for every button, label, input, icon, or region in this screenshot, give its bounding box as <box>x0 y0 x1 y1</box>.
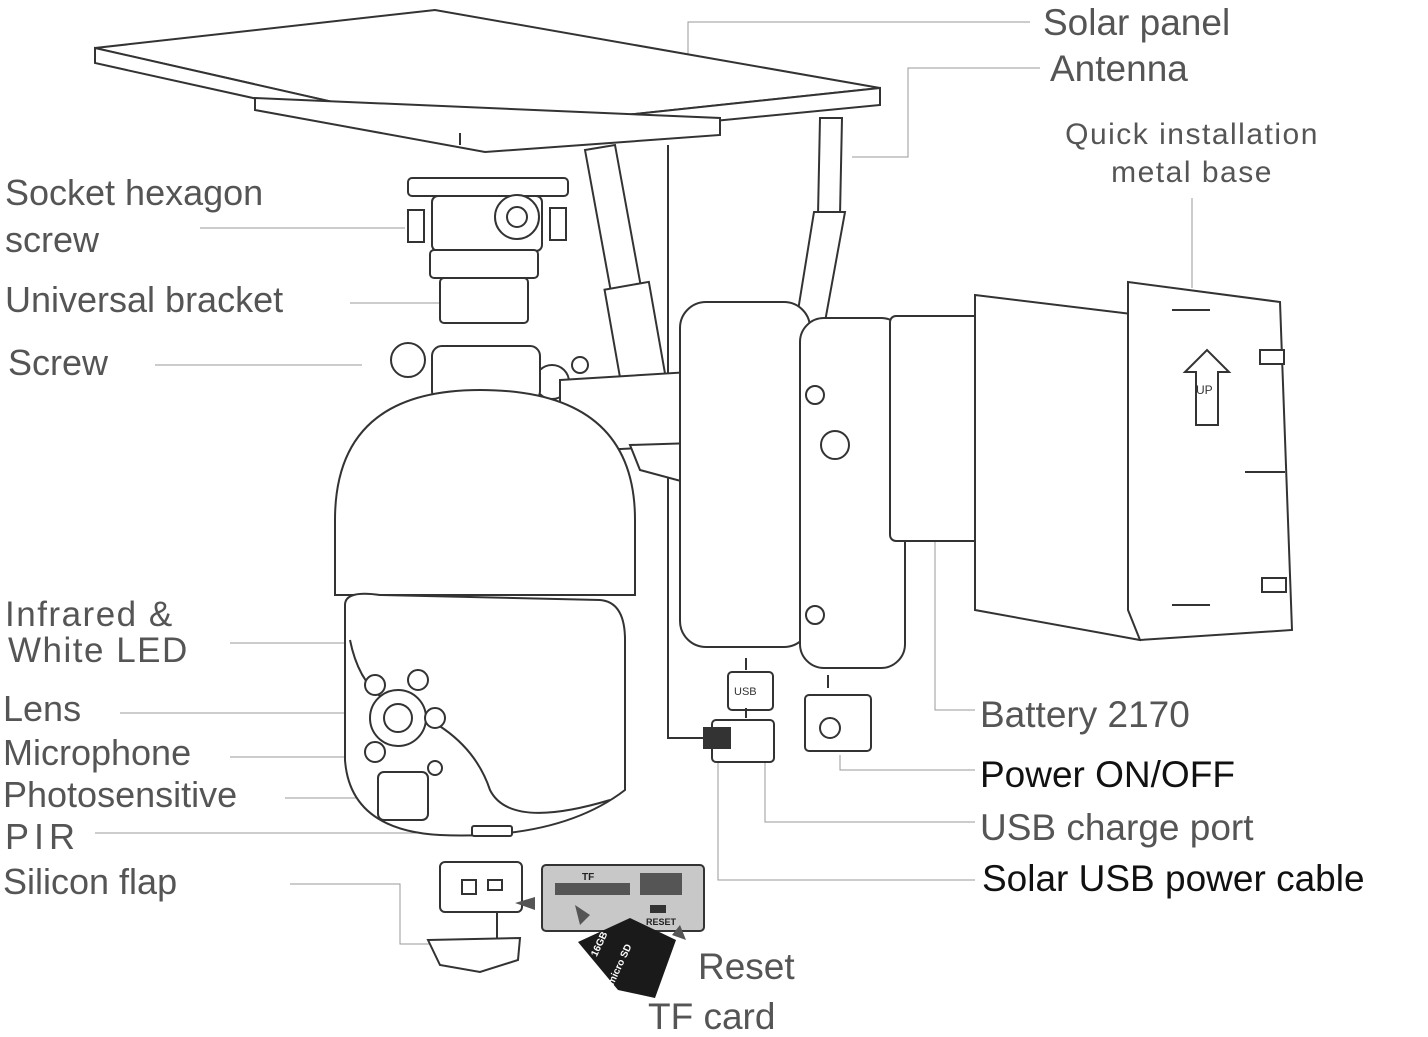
leader-usb-port <box>764 760 975 823</box>
label-pir: PIR <box>5 816 81 857</box>
label-tf-card: TF card <box>648 996 776 1037</box>
label-quick-install-line2: metal base <box>1111 156 1273 189</box>
usb-port-label: USB <box>734 686 757 698</box>
label-screw: Screw <box>8 342 109 383</box>
label-infrared-line1: Infrared & <box>5 595 174 634</box>
port-text: USB <box>734 686 757 698</box>
label-socket-line2: screw <box>5 219 100 260</box>
tf-slot-label: TF <box>582 872 594 883</box>
sd-card: 16GB micro SD <box>578 918 676 998</box>
label-reset: Reset <box>698 946 795 987</box>
label-solar-usb-cable: Solar USB power cable <box>982 858 1365 899</box>
label-battery: Battery 2170 <box>980 694 1190 735</box>
label-solar-panel: Solar panel <box>1043 2 1231 43</box>
cable-solar <box>667 145 704 739</box>
label-power: Power ON/OFF <box>980 754 1235 795</box>
label-quick-install-line1: Quick installation <box>1065 118 1319 151</box>
leader-battery <box>934 535 975 711</box>
tf-slot-panel: TF RESET <box>541 864 705 932</box>
leader-lines <box>95 21 1193 945</box>
label-infrared-line2: White LED <box>8 631 189 670</box>
leader-solar-panel <box>687 21 1030 65</box>
reset-button-label: RESET <box>646 917 677 927</box>
silicon-flap-group <box>426 861 523 974</box>
label-socket-line1: Socket hexagon <box>5 172 264 213</box>
arrows <box>515 897 686 940</box>
leader-power <box>839 755 975 771</box>
mount-plate <box>974 280 1294 642</box>
label-antenna: Antenna <box>1050 48 1188 89</box>
bracket-assembly <box>407 177 569 324</box>
label-lens: Lens <box>3 688 82 729</box>
label-universal-bracket: Universal bracket <box>5 279 284 320</box>
antenna-rear <box>583 143 667 387</box>
camera-dome <box>334 388 636 837</box>
up-arrow-label: UP <box>1196 383 1213 397</box>
label-silicon-flap: Silicon flap <box>3 861 178 902</box>
leader-silicon-flap <box>290 883 455 945</box>
label-photosensitive: Photosensitive <box>3 774 238 815</box>
label-microphone: Microphone <box>3 732 192 773</box>
port-modules <box>703 658 872 763</box>
leader-antenna <box>852 67 1040 158</box>
label-usb-charge-port: USB charge port <box>980 807 1254 848</box>
leader-usb-cable <box>717 758 975 881</box>
solar-panel <box>94 8 881 154</box>
